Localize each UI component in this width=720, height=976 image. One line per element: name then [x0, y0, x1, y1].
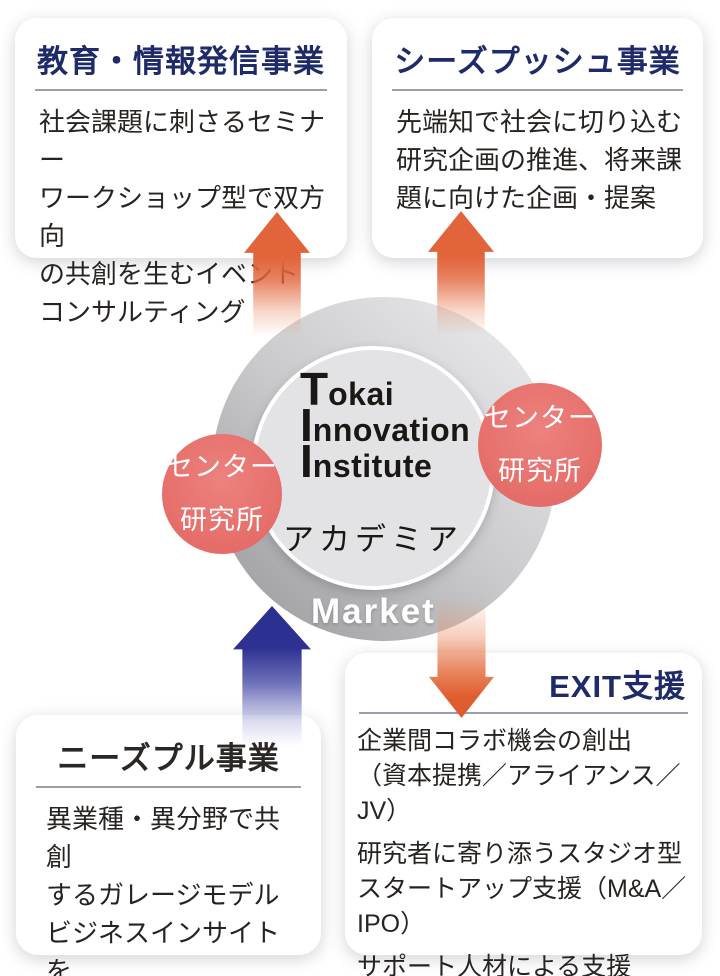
card-education: 教育・情報発信事業 社会課題に刺さるセミナー ワークショップ型で双方向 の共創を… — [15, 18, 347, 327]
card-needs-pull-title: ニーズプル事業 — [57, 741, 280, 776]
body-line: ワークショップ型で双方向 — [39, 183, 326, 251]
card-needs-pull: ニーズプル事業 異業種・異分野で共創 するガレージモデル ビジネスインサイトを … — [16, 715, 321, 976]
org-initial: I — [300, 399, 313, 451]
card-seeds-push: シーズプッシュ事業 先端知で社会に切り込む 研究企画の推進、将来課 題に向けた企… — [372, 18, 703, 258]
body-line: 研究企画の推進、将来課 — [396, 145, 683, 175]
org-initial: I — [300, 435, 313, 487]
org-rest: nnovation — [312, 412, 471, 448]
badge-line: センター — [484, 403, 596, 433]
divider — [35, 89, 327, 91]
divider — [359, 712, 688, 714]
up-arrow-needs-pull-icon — [233, 606, 311, 746]
body-line: 社会課題に刺さるセミナー — [39, 107, 326, 175]
body-line: 企業間コラボ機会の創出 — [357, 727, 633, 755]
market-label: Market — [311, 592, 436, 631]
body-paragraph: サポート人材による支援 （教授・コーディネータなど） — [357, 950, 694, 976]
card-exit-support: EXIT支援 企業間コラボ機会の創出 （資本提携／アライアンス／JV） 研究者に… — [345, 653, 702, 976]
body-line: 題に向けた企画・提案 — [396, 183, 657, 213]
org-rest: okai — [328, 376, 395, 412]
divider — [36, 786, 301, 788]
center-institute-badge-left: センター 研究所 — [162, 434, 282, 554]
card-needs-pull-body: 異業種・異分野で共創 するガレージモデル ビジネスインサイトを 醸す苗床（See… — [46, 800, 305, 976]
body-line: 異業種・異分野で共創 — [46, 804, 281, 872]
body-line: するガレージモデル — [46, 880, 280, 910]
card-education-title: 教育・情報発信事業 — [37, 44, 325, 79]
body-line: （資本提携／アライアンス／JV） — [357, 762, 681, 825]
body-line: 研究者に寄り添うスタジオ型 — [357, 840, 683, 868]
body-line: スタートアップ支援（M&A／IPO） — [357, 875, 687, 938]
body-line: ビジネスインサイトを — [46, 918, 281, 976]
academia-circle — [251, 346, 495, 590]
body-line: コンサルティング — [39, 297, 246, 327]
badge-line: 研究所 — [180, 505, 264, 535]
card-seeds-push-title: シーズプッシュ事業 — [394, 44, 681, 79]
body-paragraph: 研究者に寄り添うスタジオ型 スタートアップ支援（M&A／IPO） — [357, 837, 694, 942]
body-line: サポート人材による支援 — [357, 953, 632, 976]
body-paragraph: 企業間コラボ機会の創出 （資本提携／アライアンス／JV） — [357, 724, 694, 829]
center-institute-badge-right: センター 研究所 — [478, 383, 602, 507]
divider — [392, 89, 683, 91]
body-line: 先端知で社会に切り込む — [396, 107, 683, 137]
card-exit-support-body: 企業間コラボ機会の創出 （資本提携／アライアンス／JV） 研究者に寄り添うスタジ… — [357, 724, 694, 976]
org-initial: T — [300, 363, 329, 415]
badge-line: センター — [166, 452, 278, 482]
org-rest: nstitute — [312, 448, 433, 484]
academia-label: アカデミア — [283, 522, 463, 557]
badge-line: 研究所 — [498, 456, 582, 486]
card-exit-support-title: EXIT支援 — [549, 669, 686, 704]
card-seeds-push-body: 先端知で社会に切り込む 研究企画の推進、将来課 題に向けた企画・提案 — [396, 103, 687, 217]
